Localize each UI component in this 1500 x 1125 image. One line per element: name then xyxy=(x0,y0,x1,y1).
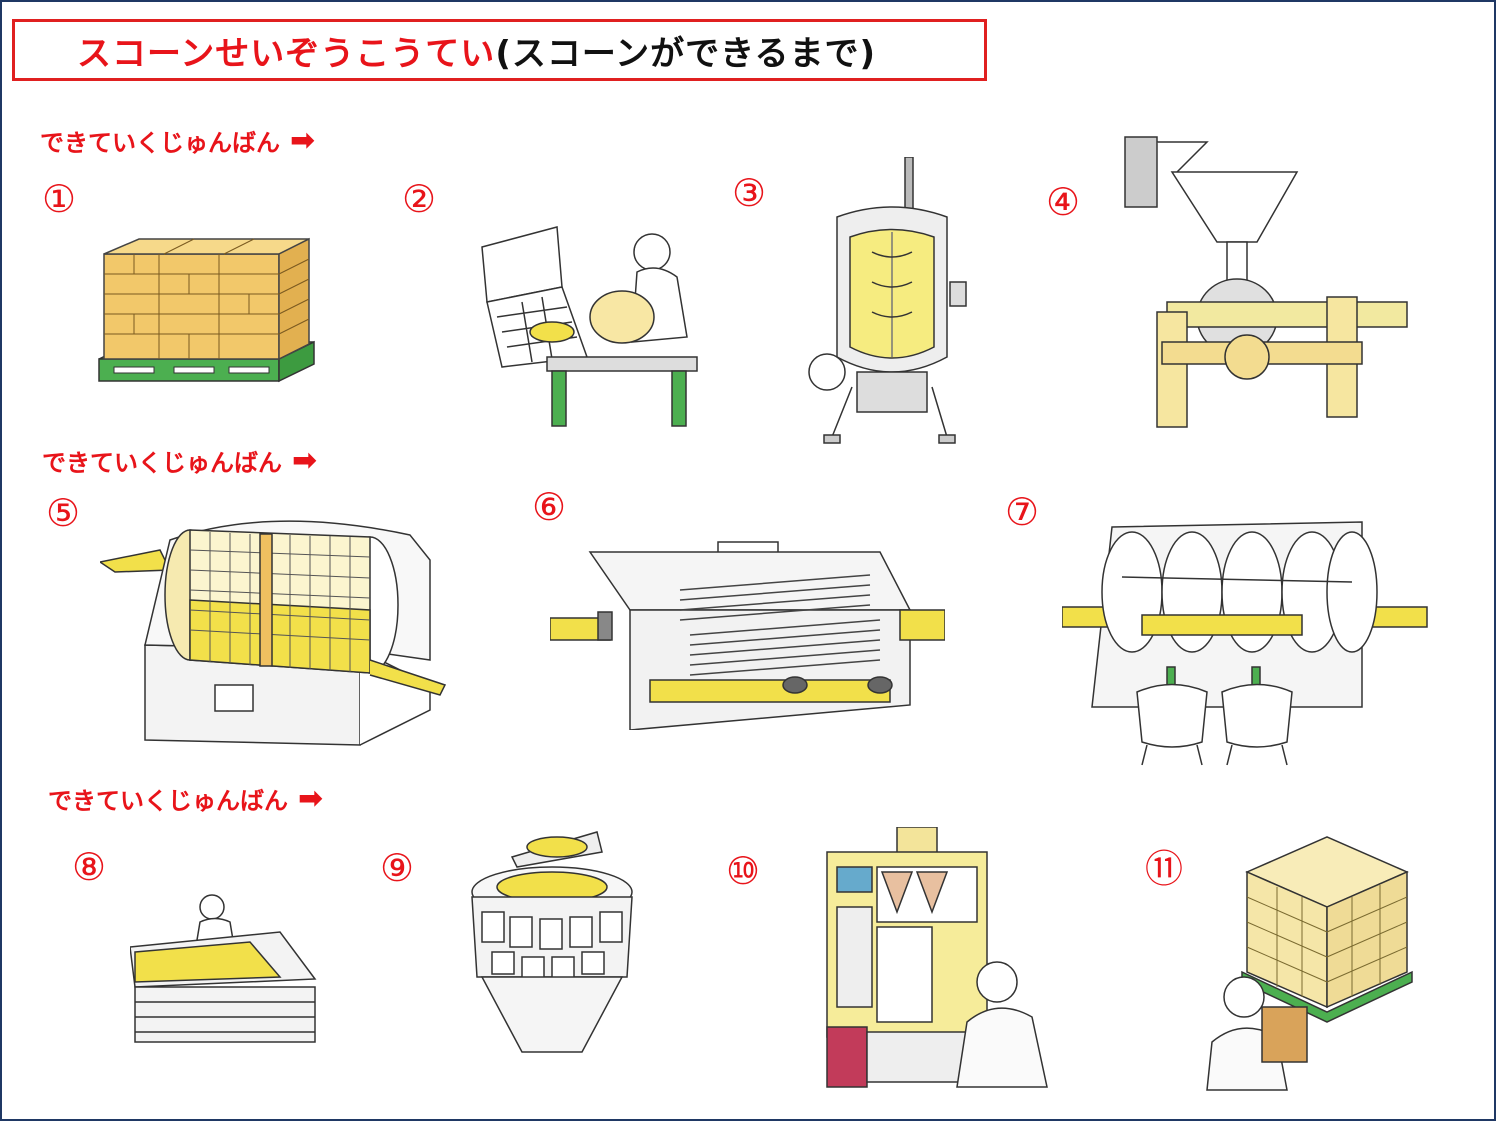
step-number-3: ③ xyxy=(732,171,767,215)
arrow-right-icon: ➡ xyxy=(290,122,316,158)
conveyor-machine-illustration xyxy=(550,540,945,730)
step-number-1: ① xyxy=(42,177,77,221)
step-number-4: ④ xyxy=(1046,180,1081,224)
drum-sifter-illustration xyxy=(100,510,450,750)
arrow-right-icon: ➡ xyxy=(298,780,324,816)
boxes-pallet-illustration xyxy=(1202,832,1422,1092)
title-box: スコーンせいぞうこうてい(スコーンができるまで) xyxy=(12,19,987,81)
step-number-10: ⑩ xyxy=(726,849,761,893)
step-number-6: ⑥ xyxy=(532,485,567,529)
title-sub: (スコーンができるまで) xyxy=(495,33,877,74)
order-label-row1: できていくじゅんばん➡ xyxy=(40,122,316,158)
order-label-row2: できていくじゅんばん➡ xyxy=(42,442,318,478)
sifting-worker-illustration xyxy=(472,217,712,427)
step-number-2: ② xyxy=(402,177,437,221)
inspection-table-illustration xyxy=(130,887,318,1047)
dough-divider-illustration xyxy=(1117,132,1417,432)
arrow-right-icon: ➡ xyxy=(292,442,318,478)
step-number-8: ⑧ xyxy=(72,845,107,889)
title-main: スコーンせいぞうこうてい xyxy=(77,33,496,74)
multihead-weigher-illustration xyxy=(462,827,642,1062)
packaging-machine-illustration xyxy=(817,827,1067,1092)
step-number-11: ⑪ xyxy=(1145,847,1184,891)
step-number-7: ⑦ xyxy=(1005,490,1040,534)
mixer-tank-illustration xyxy=(802,157,982,447)
flour-bags-pallet-illustration xyxy=(94,234,319,394)
step-number-5: ⑤ xyxy=(46,491,81,535)
step-number-9: ⑨ xyxy=(380,846,415,890)
order-label-row3: できていくじゅんばん➡ xyxy=(48,780,324,816)
spiral-cooler-illustration xyxy=(1062,507,1432,772)
